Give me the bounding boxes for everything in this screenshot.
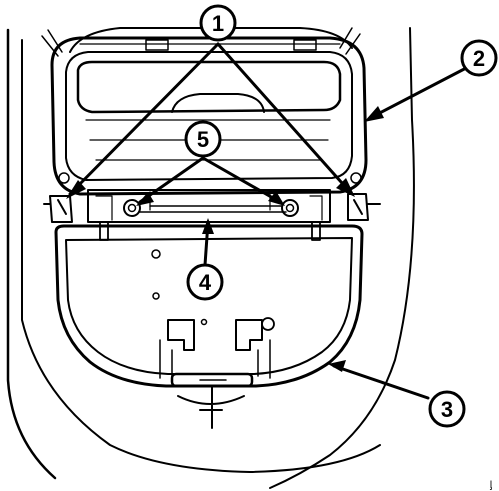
interior-screw xyxy=(261,317,275,331)
lens-cutout xyxy=(171,93,265,113)
arrowhead-5-left xyxy=(136,192,154,206)
corner-mark: ᶅ xyxy=(490,480,492,491)
latch-channel xyxy=(159,339,271,379)
storage-bin-inner xyxy=(65,237,353,375)
storage-bin-outer xyxy=(54,224,364,388)
arrowhead-4 xyxy=(202,218,214,234)
leader-5-left xyxy=(138,156,205,204)
screw-right-inner xyxy=(285,203,295,213)
callout-5-label: 5 xyxy=(197,127,209,152)
callout-4-label: 4 xyxy=(199,270,212,295)
upper-bezel xyxy=(50,36,368,196)
screw-right-outer xyxy=(281,199,299,217)
side-clip-right xyxy=(347,193,381,221)
corner-boss-left xyxy=(58,172,70,184)
headliner-outline-left-inner xyxy=(21,39,381,473)
lower-latch-post xyxy=(177,385,245,429)
interior-bracket-left xyxy=(167,319,195,351)
upper-bezel-inner xyxy=(65,51,353,181)
bracket-rail xyxy=(139,205,287,213)
top-clip-center xyxy=(145,39,169,51)
leader-1-left xyxy=(68,42,220,196)
side-clip-left xyxy=(43,195,73,223)
bracket-detail xyxy=(95,191,323,221)
leader-3 xyxy=(332,364,430,400)
interior-hole-2 xyxy=(152,292,160,300)
top-clip-right xyxy=(293,39,317,51)
hinge-right xyxy=(311,221,321,241)
clip-tab-right-top xyxy=(339,27,361,55)
interior-hole-3 xyxy=(200,318,208,326)
screw-left-inner xyxy=(127,203,137,213)
callout-1: 1 xyxy=(199,4,237,42)
lamp-lens xyxy=(76,60,342,114)
arrowhead-1-left xyxy=(66,180,86,199)
callout-2-label: 2 xyxy=(473,46,485,71)
callout-5: 5 xyxy=(184,120,222,158)
interior-bracket-right xyxy=(235,319,263,351)
callout-4: 4 xyxy=(186,263,224,301)
screw-left-outer xyxy=(123,199,141,217)
clip-tab-left-top xyxy=(41,29,63,57)
arrowhead-5-right xyxy=(268,191,285,206)
arrowhead-1-right xyxy=(336,178,355,197)
headliner-outline-left xyxy=(6,28,57,480)
headliner-outline-right xyxy=(269,27,415,489)
callout-1-label: 1 xyxy=(212,11,224,36)
corner-boss-right xyxy=(350,172,362,184)
arrowhead-3 xyxy=(328,360,346,372)
callout-3: 3 xyxy=(428,390,466,428)
leader-5-right xyxy=(201,156,282,204)
interior-hole-1 xyxy=(151,249,161,259)
callout-2: 2 xyxy=(460,39,498,77)
leader-2 xyxy=(368,64,472,120)
leader-1-right xyxy=(216,42,352,194)
mounting-bracket xyxy=(87,189,331,223)
callout-3-label: 3 xyxy=(441,397,453,422)
arrowhead-2 xyxy=(364,106,384,122)
